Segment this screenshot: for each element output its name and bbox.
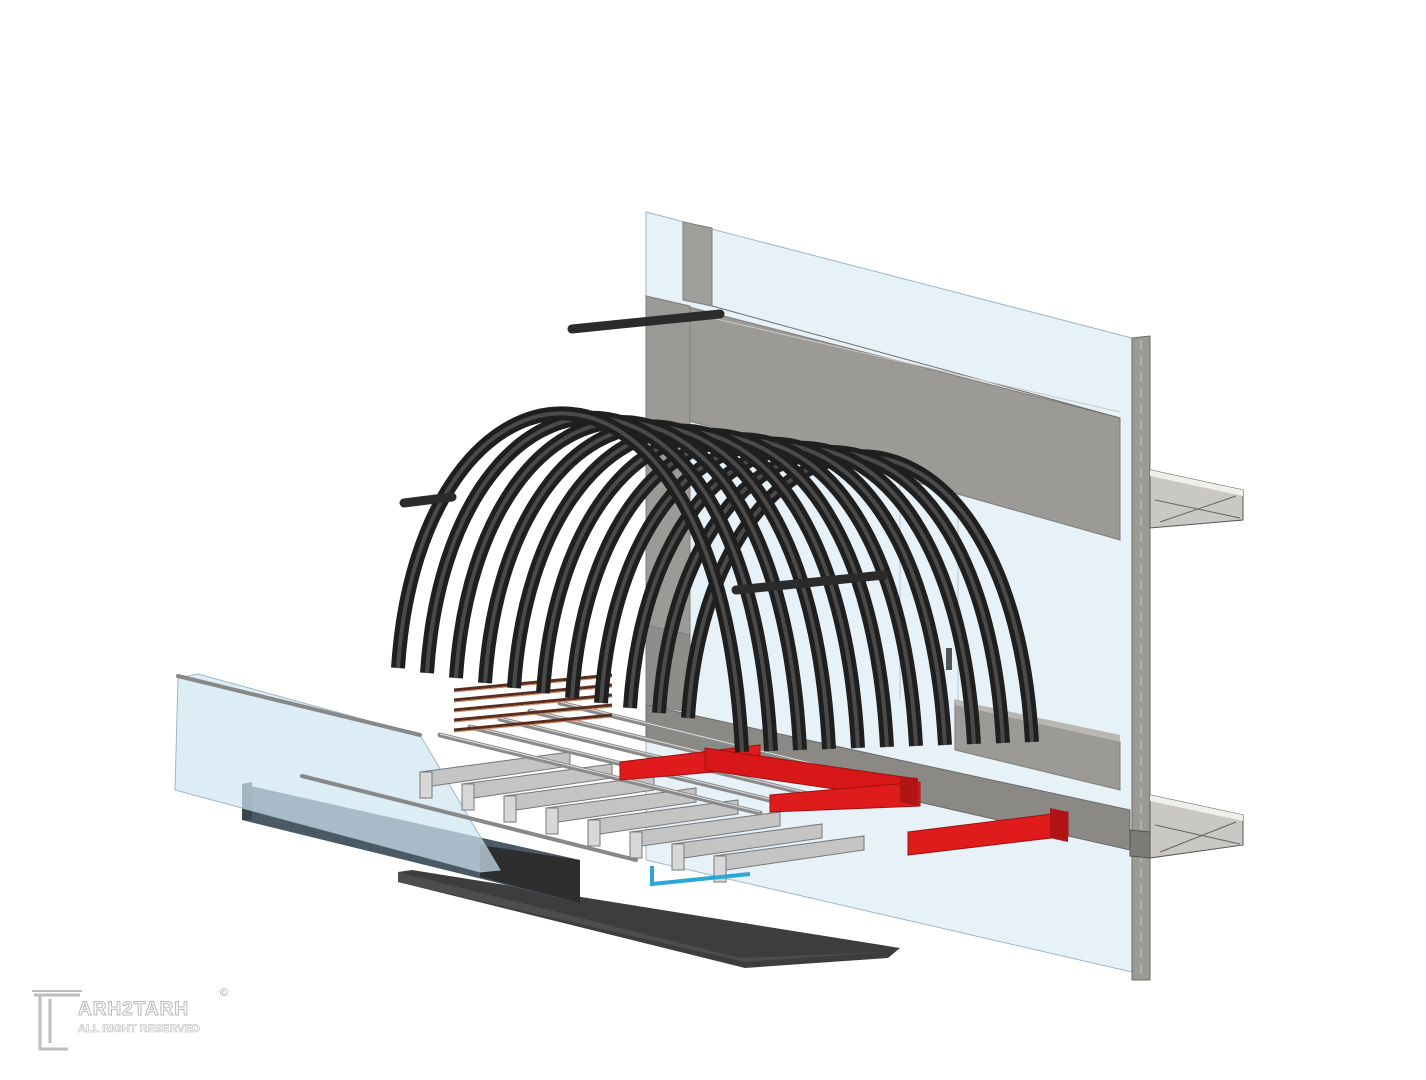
pillar-logo-icon — [32, 990, 82, 1051]
batten — [453, 693, 613, 712]
batten-edge — [453, 676, 613, 693]
timber-battens — [453, 673, 613, 733]
door-handle — [946, 648, 952, 670]
steel-joist-end — [545, 807, 559, 835]
watermark-brand: ARH2TARH — [77, 999, 190, 1021]
arch-tie-bars — [399, 309, 889, 595]
steel-joist-end — [671, 843, 685, 871]
copyright-icon: © — [220, 987, 229, 999]
batten — [453, 703, 613, 722]
blue-pipe — [650, 866, 751, 887]
steel-joist-end — [629, 831, 643, 859]
front-glass-balustrade — [174, 673, 638, 873]
steel-joist-end — [461, 783, 475, 811]
watermark-logo: ARH2TARH ALL RIGHT RESERVED © — [28, 985, 238, 1055]
tie-rod — [437, 732, 763, 816]
batten-edge — [453, 696, 613, 713]
steel-joist-end — [503, 795, 517, 823]
watermark-subtitle: ALL RIGHT RESERVED — [78, 1023, 200, 1036]
batten-edge — [453, 686, 613, 703]
batten-edge — [453, 706, 613, 723]
red-beam-3 — [769, 781, 921, 813]
batten — [453, 683, 613, 702]
tie-rod-highlight — [439, 733, 761, 813]
steel-joist-end — [587, 819, 601, 847]
floor-slab-upper — [1149, 469, 1244, 529]
batten — [453, 713, 613, 732]
batten — [453, 673, 613, 692]
side-wall-section — [1131, 335, 1151, 981]
steel-joist-end — [419, 771, 433, 799]
red-steel-beams — [619, 744, 1069, 856]
arch-tube-highlight — [396, 411, 744, 753]
floor-plate — [398, 870, 900, 968]
steel-joists — [419, 751, 865, 883]
floor-slab-lower — [1129, 794, 1244, 859]
batten-edge — [453, 716, 613, 733]
